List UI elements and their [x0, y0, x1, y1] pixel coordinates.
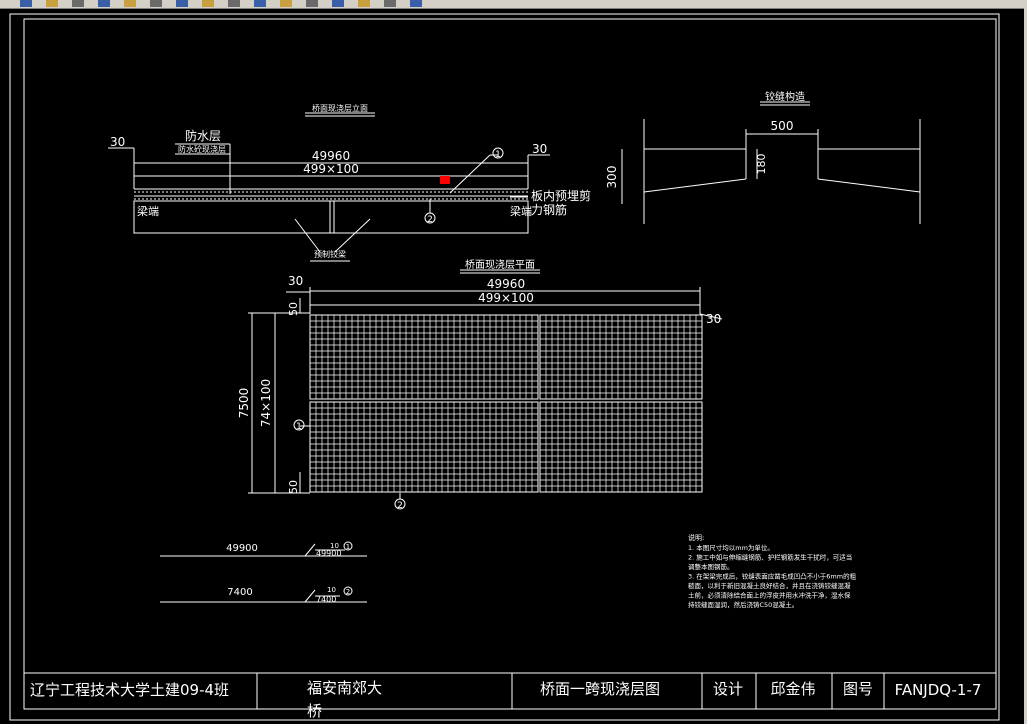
rebar-row2-sub: 10 [327, 586, 336, 594]
sheet-outer-frame [9, 13, 1000, 721]
selection-marker [440, 176, 450, 184]
section-dim-left: 30 [110, 135, 125, 149]
section-marker-2-circle [424, 212, 436, 224]
project-name-line2: 桥 [307, 702, 322, 720]
rebar-row1-label: 49900 [316, 549, 341, 558]
hinge-left-bottom [643, 178, 747, 193]
plan-dim-top: 50 [287, 302, 300, 316]
text-icon[interactable] [176, 0, 188, 7]
section-dim-total: 49960 [312, 149, 350, 163]
rebar-row2-marker: 2 [346, 588, 350, 596]
rebar-row2-marker-circle [343, 586, 353, 596]
rebar-mesh-grid [310, 315, 702, 492]
rebar-label-1: 板内预埋剪 [531, 188, 591, 203]
save-icon[interactable] [306, 0, 318, 7]
drawing-number: FANJDQ-1-7 [895, 681, 982, 699]
plan-dim-spacing: 499×100 [478, 291, 534, 305]
rebar-row1-length: 49900 [226, 543, 258, 554]
plan-dim-right: 30 [706, 312, 721, 326]
notes-heading: 说明: [688, 533, 704, 542]
plan-marker-1: 1 [296, 422, 302, 432]
block-icon[interactable] [254, 0, 266, 7]
beam-end-right: 梁端 [510, 204, 532, 218]
hinge-dim-height: 300 [605, 166, 619, 189]
plan-dim-height: 7500 [237, 388, 251, 419]
notes-block: 1. 本图尺寸均以mm为单位。2. 施工中如与伸缩缝钢筋、护栏钢筋发生干扰时，可… [688, 543, 857, 609]
note-line: 土前，必须清除结合面上的浮皮并用水冲洗干净，湿水保 [688, 591, 851, 600]
designer-name: 邱金伟 [770, 680, 815, 698]
note-line: 糙面，以利于新旧混凝土良好结合，并且在浇铸铰缝混凝 [688, 581, 851, 590]
rebar-row1-hook [304, 543, 316, 557]
section-title: 桥面现浇层立面 [312, 103, 368, 113]
cad-drawing-canvas[interactable]: 桥面现浇层立面 防水层 防水砼现浇层 30 30 49960 499×100 1… [0, 9, 1024, 724]
rebar-row1-sub: 10 [330, 542, 339, 550]
properties-icon[interactable] [228, 0, 240, 7]
circle-icon[interactable] [358, 0, 370, 7]
pencil-icon[interactable] [46, 0, 58, 7]
precast-leader-2 [334, 218, 371, 253]
design-label: 设计 [713, 680, 743, 698]
school-name: 辽宁工程技术大学土建09-4班 [30, 681, 229, 699]
beam-end-left: 梁端 [137, 204, 159, 218]
plan-marker-2-circle [394, 498, 406, 510]
note-line: 3. 在架梁完成后，铰缝表面应凿毛成凹凸不小于6mm的粗 [688, 572, 857, 581]
plan-dim-bottom: 50 [287, 480, 300, 494]
hinge-dim-width: 500 [771, 119, 794, 133]
rebar-row2-hook [304, 589, 316, 603]
rebar-label-2: 力钢筋 [531, 202, 567, 217]
precast-label: 预制铰梁 [314, 249, 346, 259]
mesh-panel-br [539, 401, 703, 493]
sheet-inner-frame [23, 18, 997, 710]
note-line: 2. 施工中如与伸缩缝钢筋、护栏钢筋发生干扰时，可适当 [688, 553, 852, 562]
redo-icon[interactable] [98, 0, 110, 7]
plan-marker-1-circle [293, 419, 305, 431]
section-marker-1: 1 [495, 150, 501, 160]
color-icon[interactable] [384, 0, 396, 7]
marker1-leader [449, 154, 491, 194]
plan-dim-right-leader [699, 313, 723, 320]
section-marker-2: 2 [427, 215, 433, 225]
table-icon[interactable] [280, 0, 292, 7]
rebar-row2-label: 7400 [316, 595, 336, 604]
plan-marker-2: 2 [397, 501, 403, 511]
undo-icon[interactable] [72, 0, 84, 7]
note-line: 持铰缝面湿润，然后浇铸C50混凝土。 [688, 600, 798, 609]
plan-dim-total: 49960 [487, 277, 525, 291]
layer-icon[interactable] [202, 0, 214, 7]
print-icon[interactable] [20, 0, 32, 7]
section-dim-spacing: 499×100 [303, 162, 359, 176]
project-name-line1: 福安南郊大 [307, 679, 382, 697]
section-marker-1-circle [492, 147, 504, 159]
hinge-right-bottom [817, 178, 921, 193]
plan-title: 桥面现浇层平面 [465, 258, 535, 271]
rebar-row2-length: 7400 [227, 587, 252, 598]
note-line: 调整本图钢筋。 [688, 562, 734, 571]
plan-dim-left: 30 [288, 274, 303, 288]
vertical-scrollbar[interactable] [1024, 8, 1027, 724]
rebar-row1-marker-circle [343, 541, 353, 551]
rebar-row1-marker: 1 [346, 543, 350, 551]
waterproof-label: 防水层 [185, 128, 221, 143]
zoom-icon[interactable] [124, 0, 136, 7]
note-line: 1. 本图尺寸均以mm为单位。 [688, 543, 774, 552]
waterproof-subtitle: 防水砼现浇层 [178, 144, 226, 154]
line-icon[interactable] [332, 0, 344, 7]
precast-beam-outline [133, 200, 529, 234]
section-dim-right: 30 [532, 142, 547, 156]
plan-dim-rows: 74×100 [259, 379, 273, 427]
layers-icon[interactable] [410, 0, 422, 7]
hinge-title: 铰缝构造 [765, 90, 805, 103]
hinge-dim-inner: 180 [755, 154, 768, 175]
number-label: 图号 [843, 680, 873, 698]
cad-toolbar [0, 0, 1027, 9]
zoom-window-icon[interactable] [150, 0, 162, 7]
precast-leader-1 [294, 218, 321, 253]
drawing-name: 桥面一跨现浇层图 [540, 680, 660, 698]
